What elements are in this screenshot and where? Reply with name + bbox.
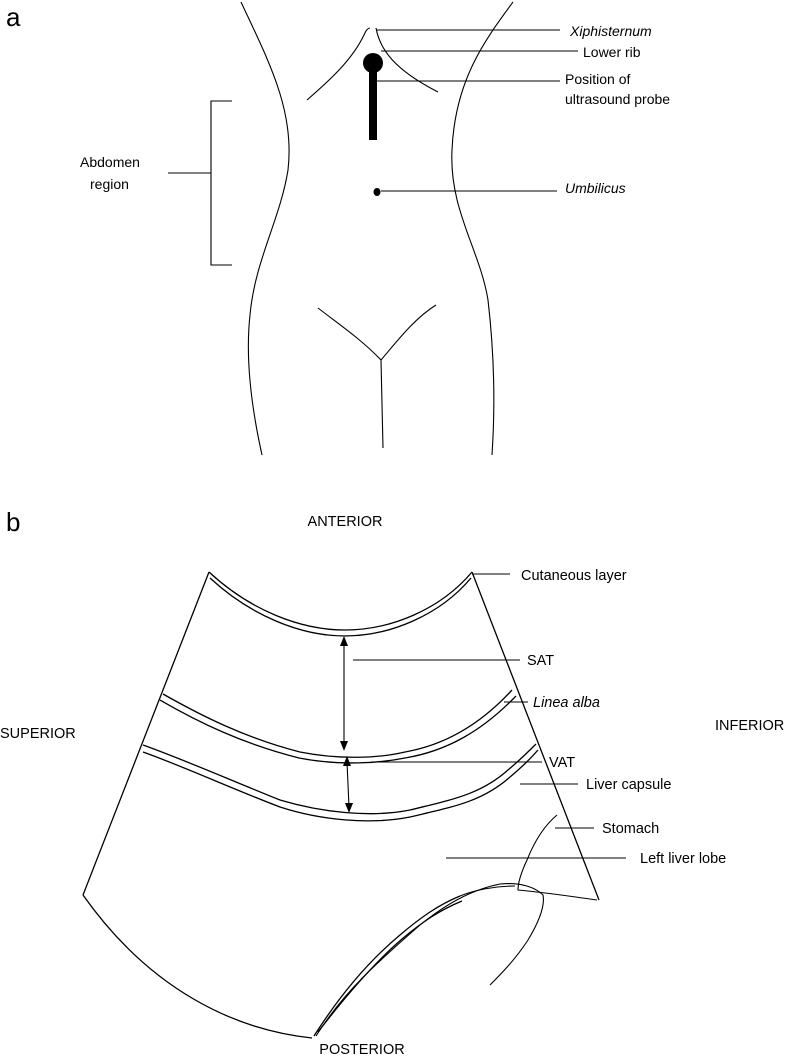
- label-umbilicus: Umbilicus: [565, 180, 626, 196]
- stomach-outline: [517, 814, 598, 901]
- panel-b-letter: b: [6, 507, 20, 537]
- cutaneous-layer-lower: [209, 577, 472, 637]
- panel-a-letter: a: [6, 2, 21, 32]
- label-lower-rib: Lower rib: [583, 44, 641, 60]
- body-outline-right: [451, 1, 514, 456]
- label-superior: SUPERIOR: [0, 726, 76, 742]
- sector-right-edge: [471, 571, 600, 901]
- label-liver-capsule: Liver capsule: [586, 777, 671, 793]
- groin-line-right: [380, 304, 437, 361]
- rib-line-right: [375, 27, 439, 93]
- sat-arrow-head-bottom: [340, 741, 348, 751]
- abdomen-bracket: [168, 100, 232, 266]
- label-xiphisternum: Xiphisternum: [569, 23, 652, 39]
- liver-capsule-lower: [142, 749, 539, 822]
- cutaneous-layer-upper: [208, 571, 473, 631]
- label-stomach: Stomach: [602, 821, 659, 837]
- label-sat: SAT: [527, 653, 554, 669]
- vat-arrow-head-bottom: [345, 803, 353, 813]
- posterior-organ-inner-line1: [313, 895, 461, 1037]
- label-abdomen-line1: Abdomen: [80, 154, 140, 170]
- linea-alba-lower: [159, 695, 517, 764]
- linea-alba-upper: [162, 689, 513, 758]
- label-vat: VAT: [549, 755, 575, 771]
- label-probe-line2: ultrasound probe: [565, 91, 670, 107]
- panel-a: a Xiphisternum Lower rib Position of ult…: [6, 1, 670, 456]
- label-abdomen-line2: region: [90, 176, 129, 192]
- label-anterior: ANTERIOR: [308, 514, 383, 530]
- groin-line-center: [380, 359, 384, 449]
- sat-arrow-head-top: [340, 636, 348, 646]
- panel-b: b ANTERIOR POSTERIOR SUPERIOR INFERIOR: [0, 507, 784, 1058]
- posterior-organ-ridge: [459, 885, 516, 897]
- liver-capsule-upper: [142, 743, 537, 815]
- label-inferior: INFERIOR: [715, 718, 784, 734]
- body-outline-left: [240, 1, 290, 456]
- sector-bottom-arc: [82, 894, 313, 1039]
- ultrasound-probe-body: [369, 63, 377, 140]
- label-left-liver-lobe: Left liver lobe: [640, 851, 726, 867]
- label-probe-line1: Position of: [565, 71, 630, 87]
- groin-line-left: [317, 307, 382, 361]
- sector-left-edge: [82, 571, 210, 896]
- posterior-organ-outline: [315, 883, 544, 1037]
- umbilicus-dot: [373, 188, 381, 196]
- vat-arrow-shaft: [346, 761, 350, 808]
- posterior-organ-inner-line2: [317, 900, 463, 1033]
- label-linea-alba: Linea alba: [533, 695, 600, 711]
- vat-arrow-head-top: [343, 756, 351, 766]
- label-cutaneous-layer: Cutaneous layer: [521, 568, 627, 584]
- label-posterior: POSTERIOR: [319, 1042, 404, 1058]
- rib-line-left: [306, 27, 371, 101]
